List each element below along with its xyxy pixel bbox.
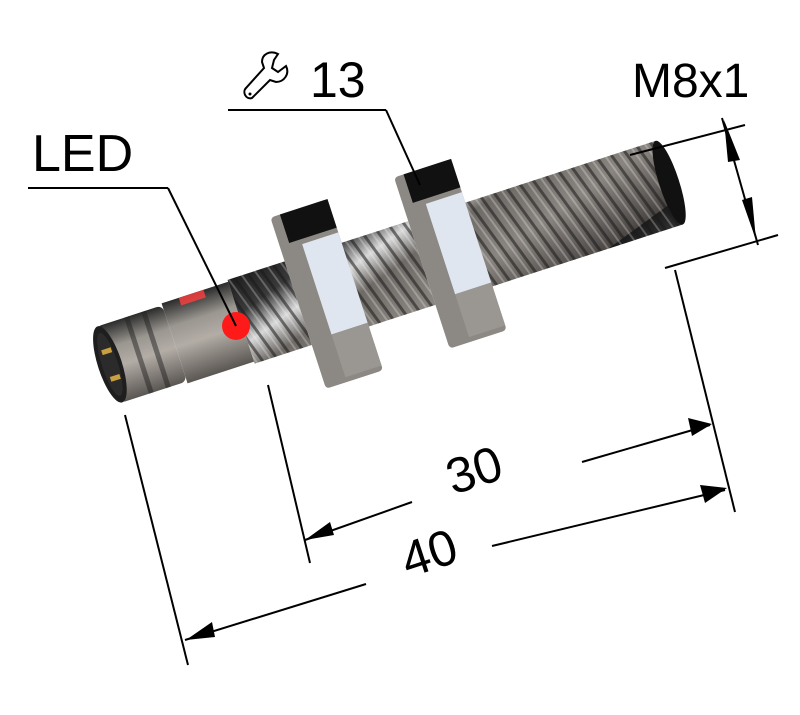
wrench-size-label: 13 <box>310 52 366 108</box>
led-label: LED <box>32 125 134 183</box>
thread-size-label: M8x1 <box>632 55 750 108</box>
sensor-body <box>93 140 686 403</box>
wrench-icon <box>243 51 289 100</box>
